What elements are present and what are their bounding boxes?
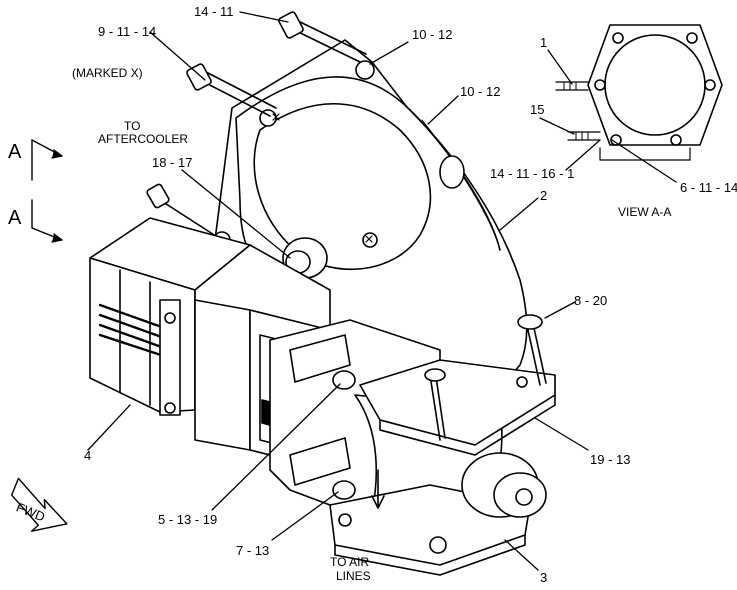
- section-mark-upper: A: [8, 141, 22, 163]
- section-labels: A A: [8, 141, 22, 229]
- section-mark-lower: A: [8, 207, 22, 229]
- view-aa-callout-1: 1: [540, 35, 547, 50]
- valve-housing: [89, 217, 331, 471]
- lower-valve-body: [269, 319, 547, 576]
- callout-7-13: 7 - 13: [236, 543, 269, 558]
- view-aa-detail: [555, 24, 723, 161]
- leader-lines: [87, 11, 677, 571]
- callout-3: 3: [540, 570, 547, 585]
- view-aa-callout-6-11-14: 6 - 11 - 14: [680, 180, 737, 195]
- callout-9-11-14: 9 - 11 - 14: [98, 24, 156, 39]
- callout-10-12-a: 10 - 12: [412, 27, 452, 42]
- view-aa-callout-15: 15: [530, 102, 544, 117]
- callout-2: 2: [540, 188, 547, 203]
- callout-14-11-top: 14 - 11: [194, 4, 234, 19]
- callout-5-13-19: 5 - 13 - 19: [158, 512, 217, 527]
- view-aa-labels: 1 15 14 - 11 - 16 - 1 6 - 11 - 14 VIEW A…: [490, 35, 737, 219]
- to-aftercooler-line1: TO: [124, 119, 140, 133]
- fwd-label: FWD: [14, 500, 47, 525]
- to-aftercooler-line2: AFTERCOOLER: [98, 132, 188, 146]
- callout-4: 4: [84, 448, 91, 463]
- fwd-arrow-icon: [10, 477, 68, 532]
- section-a-arrows: [31, 139, 63, 243]
- to-air-lines-line1: TO AIR: [330, 555, 369, 569]
- view-aa-callout-14-11-16-1: 14 - 11 - 16 - 1: [490, 166, 574, 181]
- callout-19-13: 19 - 13: [590, 452, 630, 467]
- callout-labels: 14 - 11 9 - 11 - 14 (MARKED X) 10 - 12 1…: [72, 4, 630, 585]
- view-aa-title: VIEW A-A: [618, 205, 671, 219]
- callout-10-12-b: 10 - 12: [460, 84, 500, 99]
- callout-18-17: 18 - 17: [152, 155, 192, 170]
- collar-flange: [359, 314, 556, 456]
- callout-8-20: 8 - 20: [574, 293, 607, 308]
- to-air-lines-line2: LINES: [336, 569, 371, 583]
- marked-x-note: (MARKED X): [72, 66, 143, 80]
